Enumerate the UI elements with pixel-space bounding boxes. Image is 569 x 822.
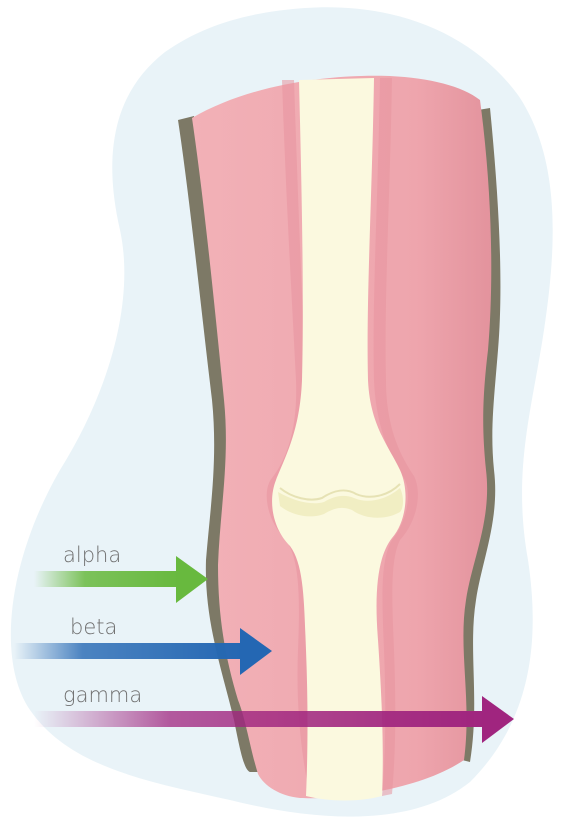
- beta-label: beta: [70, 615, 117, 639]
- gamma-label: gamma: [63, 683, 142, 707]
- alpha-label: alpha: [63, 543, 121, 567]
